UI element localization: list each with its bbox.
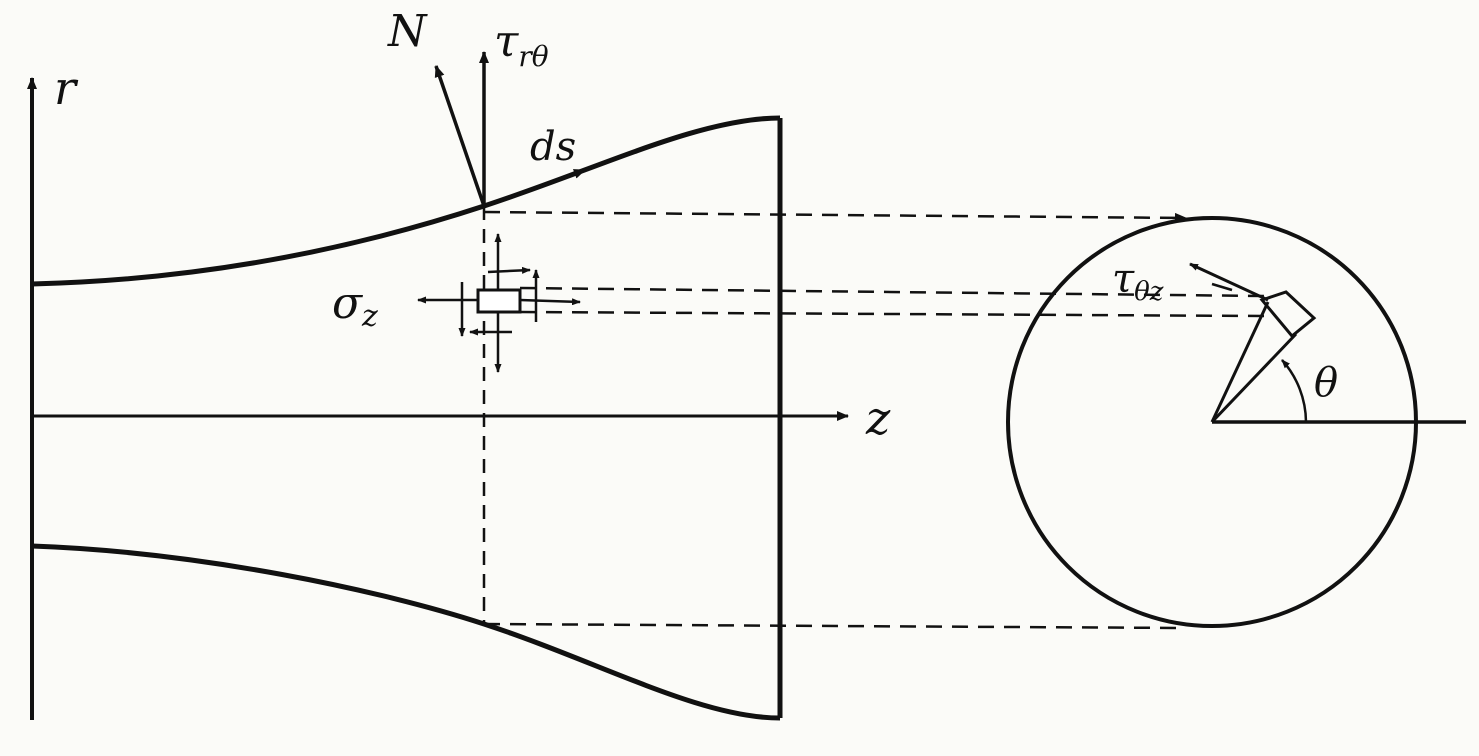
normal-label: N	[387, 6, 428, 57]
ds-tangent-arrow	[519, 168, 586, 196]
stress-element	[476, 288, 522, 314]
sigma-z-label: σz	[332, 278, 378, 334]
tau-r-theta-label: τrθ	[494, 16, 549, 73]
shaft-upper-profile	[31, 115, 781, 287]
normal-vector-arrow	[434, 65, 486, 207]
radial-line-inner	[1210, 332, 1298, 424]
projection-line-top	[483, 210, 1187, 223]
theta-label: θ	[1314, 360, 1338, 406]
radial-line-outer	[1210, 301, 1270, 423]
sigma-z-right-arrow	[519, 298, 581, 306]
tau-r-theta-subscript: rθ	[518, 40, 548, 73]
projection-line-bottom	[483, 622, 1187, 630]
tau-theta-z-label: τθz	[1112, 256, 1164, 307]
tau-theta-z-symbol: τ	[1112, 256, 1135, 302]
tau-theta-z-arrow	[1189, 262, 1269, 302]
sigma-z-subscript: z	[361, 299, 378, 334]
theta-angle-arc	[1281, 359, 1308, 423]
shear-top-right-tick	[487, 266, 531, 274]
shaft-lower-profile	[31, 543, 781, 721]
cross-section-element	[1259, 290, 1317, 339]
z-axis-label: z	[865, 391, 891, 445]
tau-theta-z-subscript: θz	[1134, 277, 1164, 307]
projection-line-element-upper	[519, 286, 1265, 298]
tau-theta-z-tick	[1211, 282, 1233, 292]
r-axis-label: r	[54, 61, 79, 115]
projection-line-element-lower	[519, 310, 1265, 318]
tau-r-theta-symbol: τ	[494, 16, 519, 67]
sigma-z-symbol: σ	[332, 278, 364, 329]
ds-label: ds	[530, 124, 576, 170]
